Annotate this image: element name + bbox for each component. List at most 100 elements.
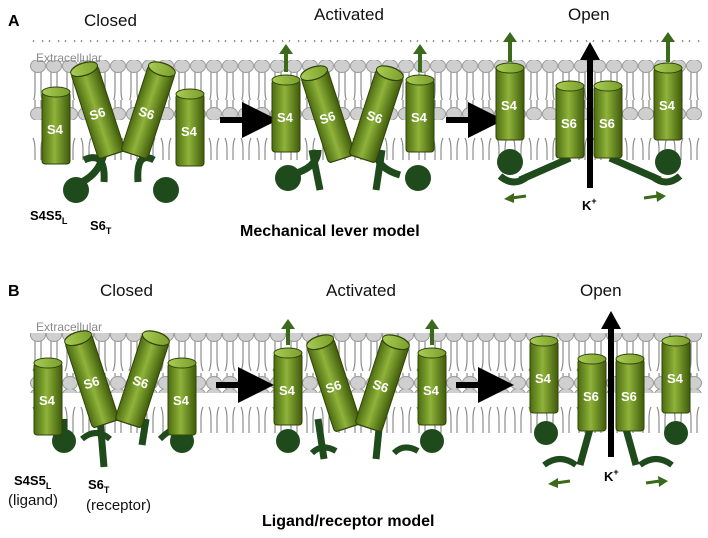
s4-helix: S4: [33, 357, 63, 436]
panel-letter: A: [8, 13, 20, 30]
svg-text:S4: S4: [279, 383, 296, 398]
state-activated-label: Activated: [314, 5, 384, 24]
s4s5l-label: S4S5L: [14, 473, 52, 491]
svg-text:S6: S6: [131, 373, 151, 392]
state-activated-label: Activated: [326, 281, 396, 300]
panel-a: A Closed Activated Open Extracellular S4…: [8, 5, 702, 240]
svg-text:S6: S6: [561, 116, 577, 131]
receptor-cup: [542, 456, 578, 468]
receptor-label: (receptor): [86, 497, 151, 514]
s6-helix: S6: [62, 327, 120, 429]
lateral-movement-arrowhead: [548, 478, 558, 488]
svg-text:S4: S4: [423, 383, 440, 398]
lateral-movement-arrowhead: [656, 191, 666, 202]
state-open-label: Open: [580, 281, 622, 300]
svg-text:S6: S6: [365, 108, 385, 127]
open-state: S4 S6 S6 S4 K+: [529, 311, 691, 488]
s6-tail: [308, 149, 324, 191]
ion-flow-arrowhead: [580, 42, 600, 60]
model-title: Ligand/receptor model: [262, 513, 434, 530]
s6-tail: [622, 428, 640, 466]
s6-helix: S6: [120, 58, 178, 160]
svg-text:S6: S6: [371, 377, 391, 396]
s6-helix: S6: [114, 327, 172, 429]
s4s5l-label: S4S5L: [30, 208, 68, 226]
receptor-cup: [309, 444, 338, 456]
extracellular-label: Extracellular: [36, 320, 102, 334]
s4s5-ball: [276, 429, 300, 453]
s4-helix: S4: [661, 335, 691, 414]
s4-helix: S4: [273, 347, 303, 426]
svg-text:S4: S4: [659, 98, 676, 113]
svg-text:S4: S4: [501, 98, 518, 113]
s6t-label: S6T: [90, 218, 112, 236]
s4s5-ball: [420, 429, 444, 453]
receptor-cup: [638, 456, 674, 468]
svg-text:S6: S6: [137, 104, 157, 123]
state-open-label: Open: [568, 5, 610, 24]
lateral-movement-arrow: [643, 194, 659, 200]
s6-tail: [82, 154, 108, 183]
state-closed-label: Closed: [100, 281, 153, 300]
potassium-ion-label: K+: [604, 467, 619, 484]
upward-movement-arrowhead: [661, 32, 675, 42]
lateral-movement-arrow: [511, 194, 527, 200]
s6-tail: [372, 149, 386, 191]
s4s5-ball: [664, 421, 688, 445]
potassium-ion-label: K+: [582, 196, 597, 213]
s6-helix: S6: [593, 80, 623, 159]
s4s5-ball: [275, 165, 301, 191]
panel-a-diagram: A Closed Activated Open Extracellular S4…: [8, 5, 702, 240]
s4-helix: S4: [175, 88, 205, 167]
svg-text:S4: S4: [667, 371, 684, 386]
s6-tail: [138, 418, 150, 446]
s4s5-linker: [608, 154, 662, 184]
receptor-cup: [391, 444, 420, 456]
s6-helix: S6: [615, 353, 645, 432]
s6-helix: S6: [348, 62, 406, 164]
upward-movement-arrowhead: [279, 44, 293, 54]
s6-helix: S6: [298, 62, 356, 164]
svg-text:S6: S6: [82, 373, 102, 392]
s4-helix: S4: [417, 347, 447, 426]
svg-text:S4: S4: [39, 393, 56, 408]
s4s5-linker: [518, 154, 572, 184]
open-state: S4 S6 S6 S4 K+: [495, 32, 683, 213]
svg-text:S6: S6: [621, 389, 637, 404]
svg-text:S4: S4: [181, 124, 198, 139]
s6-tail: [576, 428, 594, 466]
s4s5-ball: [534, 421, 558, 445]
s6-helix: S6: [577, 353, 607, 432]
s4s5-ball: [497, 149, 523, 175]
panel-b-diagram: B Closed Activated Open Extracellular S4: [8, 281, 702, 530]
lateral-movement-arrow: [645, 479, 661, 485]
svg-text:S4: S4: [47, 122, 64, 137]
state-closed-label: Closed: [84, 11, 137, 30]
panel-b: B Closed Activated Open Extracellular S4: [0, 269, 708, 538]
s4-helix: S4: [271, 74, 301, 153]
receptor-cup: [80, 430, 112, 442]
s6t-label: S6T: [88, 477, 110, 495]
activated-state: S4 S6 S6 S4: [271, 44, 435, 191]
model-title: Mechanical lever model: [240, 223, 420, 240]
svg-text:S6: S6: [583, 389, 599, 404]
s4s5-ball: [405, 165, 431, 191]
upward-movement-arrowhead: [425, 319, 439, 329]
ion-flow-arrowhead: [601, 311, 621, 329]
s6-helix: S6: [68, 58, 126, 160]
s4-helix: S4: [653, 62, 683, 141]
svg-text:S6: S6: [324, 377, 344, 396]
lateral-movement-arrowhead: [504, 193, 514, 203]
svg-text:S4: S4: [277, 110, 294, 125]
closed-state: S4 S6 S6 S4 S4S5L (ligand) S6T (receptor…: [8, 327, 197, 514]
s4-helix: S4: [495, 62, 525, 141]
svg-text:S6: S6: [88, 104, 108, 123]
s6-helix: S6: [354, 331, 412, 433]
s6-tail: [314, 418, 328, 460]
svg-text:S4: S4: [411, 110, 428, 125]
s4-helix: S4: [167, 357, 197, 436]
closed-state: S4 S6 S6 S4 S4S5L S6T: [30, 58, 205, 236]
s4s5-ball: [655, 149, 681, 175]
s6-helix: S6: [555, 80, 585, 159]
